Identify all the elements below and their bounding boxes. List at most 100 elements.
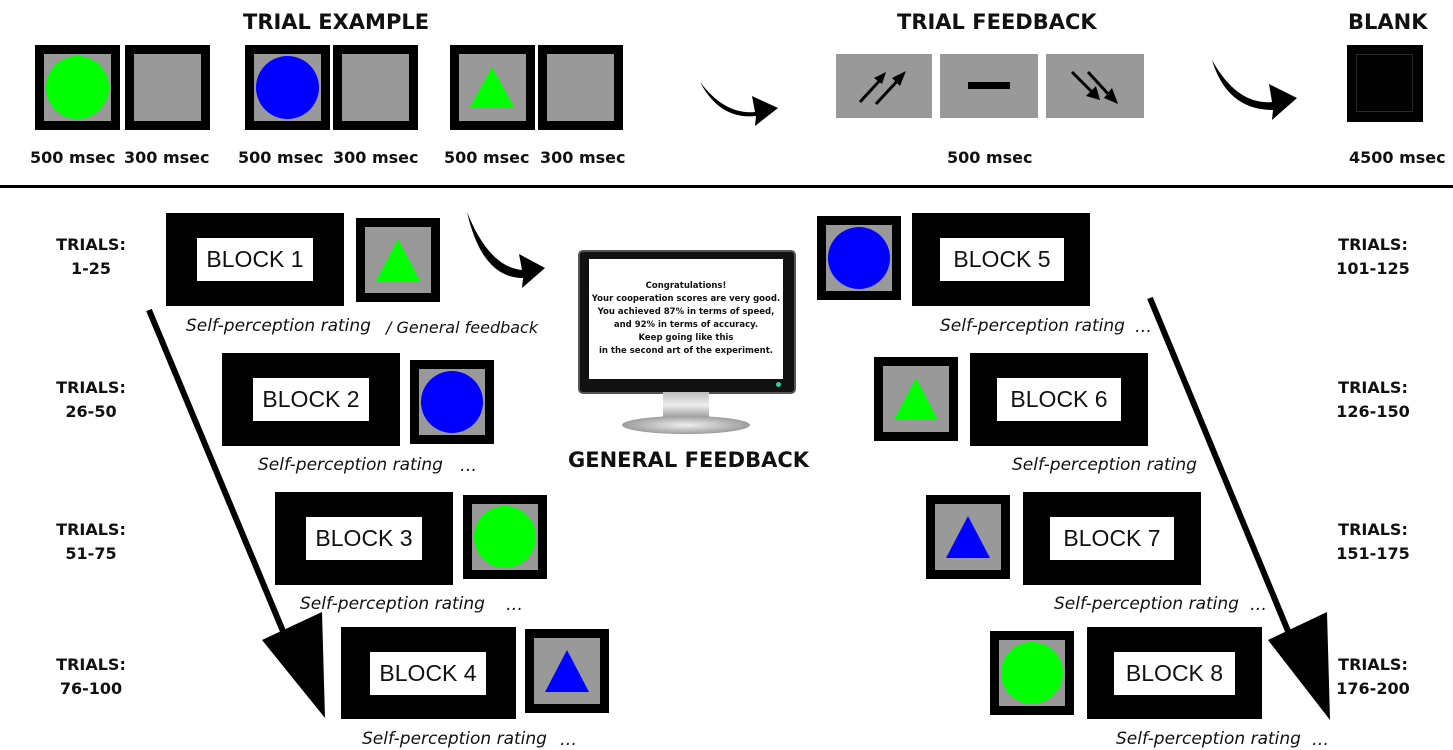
trial-example-title: TRIAL EXAMPLE [243, 10, 430, 34]
feedback-panel-improve [836, 54, 932, 118]
stimulus-blank-gray [538, 45, 623, 130]
trials-label-8: TRIALS:176-200 [1336, 655, 1410, 698]
block-8-label: BLOCK 8 [1114, 652, 1235, 695]
stimulus-circle-green [35, 45, 120, 130]
green-circle-icon [1001, 642, 1063, 704]
block-7-stimulus [926, 495, 1010, 579]
blank-title: BLANK [1348, 10, 1428, 34]
self-perception-rating-6: Self-perception rating [1012, 455, 1197, 475]
dash-icon [968, 82, 1010, 89]
timing-label: 500 msec [238, 148, 324, 167]
self-perception-rating-4: Self-perception rating [362, 729, 547, 749]
double-up-arrow-icon [858, 71, 906, 106]
trials-label-4: TRIALS:76-100 [56, 655, 126, 698]
green-triangle-icon [376, 239, 420, 281]
block-2-stimulus [410, 360, 494, 444]
feedback-line-1: Congratulations! [645, 281, 727, 291]
timing-label: 500 msec [947, 148, 1033, 167]
block-8-stimulus [990, 631, 1074, 715]
feedback-line-6: in the second art of the experiment. [598, 346, 773, 356]
feedback-line-3: You achieved 87% in terms of speed, [597, 307, 775, 317]
self-perception-rating-1: Self-perception rating [186, 316, 371, 336]
green-triangle-icon [470, 67, 514, 107]
trials-label-7: TRIALS:151-175 [1336, 520, 1410, 563]
ellipsis: … [560, 730, 577, 750]
blue-triangle-icon [946, 516, 990, 558]
blank-screen [1347, 45, 1423, 122]
self-perception-rating-2: Self-perception rating [258, 455, 443, 475]
block-4-frame: BLOCK 4 [341, 627, 516, 719]
trial-feedback-title: TRIAL FEEDBACK [897, 10, 1097, 34]
ellipsis: … [1250, 595, 1267, 615]
self-perception-rating-5: Self-perception rating [940, 316, 1125, 336]
block-1-stimulus [356, 218, 440, 302]
block-4-label: BLOCK 4 [370, 652, 486, 695]
blue-circle-icon [828, 227, 890, 289]
timing-label: 300 msec [333, 148, 419, 167]
block-5-stimulus [817, 216, 901, 300]
timing-label: 300 msec [124, 148, 210, 167]
curved-arrow-icon [700, 82, 778, 126]
feedback-line-2: Your cooperation scores are very good. [591, 294, 781, 304]
curved-arrow-icon [467, 212, 545, 288]
trials-label-2: TRIALS:26-50 [56, 378, 126, 421]
self-perception-rating-7: Self-perception rating [1054, 594, 1239, 614]
green-circle-icon [474, 506, 536, 568]
feedback-line-5: Keep going like this [638, 333, 734, 343]
block-6-stimulus [874, 357, 958, 441]
double-down-arrow-icon [1070, 70, 1118, 104]
timing-label: 500 msec [444, 148, 530, 167]
block-2-frame: BLOCK 2 [222, 353, 400, 446]
power-led-icon [776, 382, 781, 387]
feedback-line-4: and 92% in terms of accuracy. [613, 320, 759, 330]
down-arrow-right [1147, 296, 1308, 674]
block-5-label: BLOCK 5 [940, 238, 1064, 281]
trials-label-3: TRIALS:51-75 [56, 520, 126, 563]
blue-circle-icon [421, 371, 483, 433]
block-6-label: BLOCK 6 [997, 378, 1121, 421]
block-2-label: BLOCK 2 [253, 378, 369, 421]
arrowhead-icon [262, 612, 325, 718]
blue-circle-icon [256, 56, 319, 119]
ellipsis: … [460, 456, 477, 476]
block-3-label: BLOCK 3 [306, 517, 422, 560]
monitor-stand-base [622, 416, 750, 434]
blue-triangle-icon [545, 650, 589, 692]
curved-arrow-icon [1212, 60, 1297, 120]
feedback-panel-same [940, 54, 1038, 118]
self-perception-rating-8: Self-perception rating [1116, 729, 1301, 749]
block-7-frame: BLOCK 7 [1023, 492, 1201, 585]
trials-label-1: TRIALS:1-25 [56, 235, 126, 278]
stimulus-circle-blue [245, 45, 330, 130]
down-arrow-left [146, 308, 303, 674]
block-3-stimulus [463, 495, 547, 579]
self-perception-rating-3: Self-perception rating [300, 594, 485, 614]
block-3-frame: BLOCK 3 [275, 492, 453, 585]
block-1-label: BLOCK 1 [197, 238, 313, 281]
trials-label-6: TRIALS:126-150 [1336, 378, 1410, 421]
monitor-screen: Congratulations! Your cooperation scores… [589, 259, 783, 379]
block-8-frame: BLOCK 8 [1087, 627, 1262, 719]
timing-label: 300 msec [540, 148, 626, 167]
ellipsis: … [1135, 317, 1152, 337]
monitor-bezel: Congratulations! Your cooperation scores… [578, 250, 796, 394]
section-divider [0, 185, 1453, 188]
block-4-stimulus [525, 629, 609, 713]
stimulus-blank-gray [125, 45, 210, 130]
block-6-frame: BLOCK 6 [970, 353, 1148, 446]
arrowhead-icon [1268, 612, 1330, 720]
ellipsis: … [1312, 730, 1329, 750]
feedback-panel-worse [1046, 54, 1144, 118]
block-7-label: BLOCK 7 [1050, 517, 1174, 560]
timing-label: 500 msec [30, 148, 116, 167]
block-5-frame: BLOCK 5 [912, 213, 1090, 306]
green-triangle-icon [894, 378, 938, 420]
general-feedback-title: GENERAL FEEDBACK [568, 448, 810, 472]
block-1-frame: BLOCK 1 [166, 213, 344, 306]
trials-label-5: TRIALS:101-125 [1336, 235, 1410, 278]
ellipsis: … [506, 595, 523, 615]
monitor-stand-neck [663, 392, 709, 418]
general-feedback-note: / General feedback [386, 318, 539, 337]
green-circle-icon [46, 56, 109, 119]
